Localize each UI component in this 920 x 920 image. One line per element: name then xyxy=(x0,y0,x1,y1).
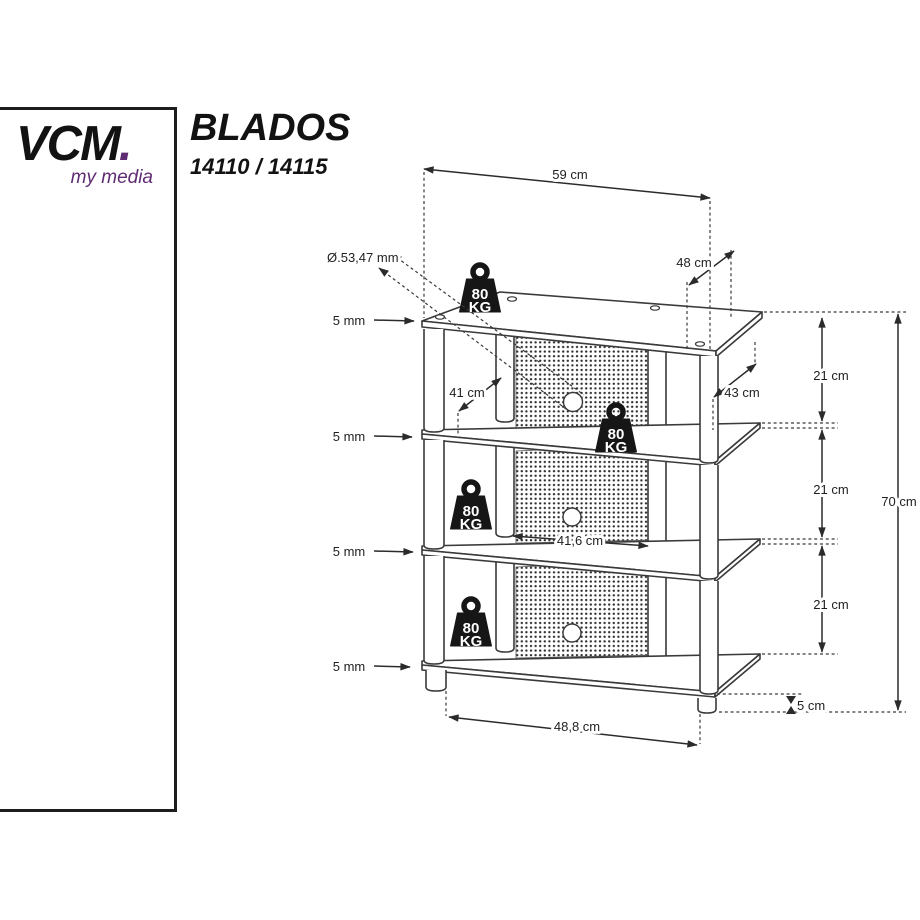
screw-hole xyxy=(694,341,706,347)
dim-thickness1-label: 5 mm xyxy=(333,313,366,328)
brand-text: VCM xyxy=(16,117,121,171)
dim-thickness3-arrow xyxy=(373,548,414,556)
back-panel-tier3 xyxy=(515,560,653,659)
dim-41cm-label: 41 cm xyxy=(449,385,484,400)
title-block: BLADOS 14110 / 14115 xyxy=(190,107,351,180)
product-name: BLADOS xyxy=(190,107,351,149)
dim-inner-width-label: 41,6 cm xyxy=(557,533,603,548)
dimension-arrows xyxy=(373,166,902,748)
foot-right xyxy=(697,698,717,714)
dim-top-depth-arrow xyxy=(688,250,735,286)
shelf-3 xyxy=(421,538,761,583)
dim-top-depth-label: 48 cm xyxy=(676,255,711,270)
dim-thickness4-arrow xyxy=(373,662,411,671)
weight-unit: KG xyxy=(460,633,483,650)
cable-hole-tier2 xyxy=(562,507,582,527)
weight-unit: KG xyxy=(469,299,492,316)
dim-bottom-width-label: 48,8 cm xyxy=(554,719,600,734)
weight-icon-top-shelf: 80 KG xyxy=(459,262,501,316)
dim-thickness2-arrow xyxy=(373,433,413,441)
dim-thickness3-label: 5 mm xyxy=(333,544,366,559)
dim-thickness4-label: 5 mm xyxy=(333,659,366,674)
dim-43cm-arrow xyxy=(713,363,757,398)
screw-hole xyxy=(434,314,446,320)
cable-hole-tier3 xyxy=(562,623,582,643)
weight-icon-shelf4: 80 KG xyxy=(450,596,492,650)
dim-gap1-label: 21 cm xyxy=(813,368,848,383)
back-panel-tier2 xyxy=(515,444,653,544)
dim-height-label: 70 cm xyxy=(881,494,916,509)
dim-gap3-label: 21 cm xyxy=(813,597,848,612)
brand-tagline: my media xyxy=(70,167,153,188)
dim-gap2-label: 21 cm xyxy=(813,482,848,497)
shelf-bottom xyxy=(421,653,761,698)
screw-hole xyxy=(506,296,518,302)
dimension-labels: 59 cm 48 cm Ø.53,47 mm 5 mm 5 mm 5 mm 5 … xyxy=(324,164,920,737)
dim-hole-diameter-label: Ø.53,47 mm xyxy=(327,250,399,265)
dim-foot-height-label: 5 cm xyxy=(797,698,825,713)
screw-hole xyxy=(649,305,661,311)
product-model-numbers: 14110 / 14115 xyxy=(190,153,328,179)
weight-value: 80 xyxy=(472,286,489,303)
logo-box: VCM. my media xyxy=(0,107,177,812)
weight-value: 80 xyxy=(463,503,480,520)
weight-icon-shelf2: 80 KG xyxy=(595,402,637,456)
shelf-2 xyxy=(421,422,761,467)
dim-top-width-label: 59 cm xyxy=(552,167,587,182)
weight-value: 80 xyxy=(463,620,480,637)
dim-inner-width-arrow xyxy=(512,532,649,550)
dim-41cm-arrow xyxy=(458,377,502,412)
cable-hole-tier1 xyxy=(562,391,584,413)
brand-dot: . xyxy=(118,117,133,171)
weight-icon-shelf3: 80 KG xyxy=(450,479,492,533)
dim-thickness2-label: 5 mm xyxy=(333,429,366,444)
brand-logo: VCM. xyxy=(16,116,133,172)
dim-bottom-width-arrow xyxy=(448,714,698,748)
foot-left xyxy=(425,670,447,692)
dim-thickness1-arrow xyxy=(373,317,415,325)
weight-value: 80 xyxy=(608,426,625,443)
foot-height-arrow-up xyxy=(786,706,796,714)
dim-top-width-arrow xyxy=(423,166,711,201)
dim-43cm-label: 43 cm xyxy=(724,385,759,400)
weight-unit: KG xyxy=(605,439,628,456)
front-legs xyxy=(423,329,719,714)
weight-unit: KG xyxy=(460,516,483,533)
foot-height-arrow-down xyxy=(786,696,796,704)
